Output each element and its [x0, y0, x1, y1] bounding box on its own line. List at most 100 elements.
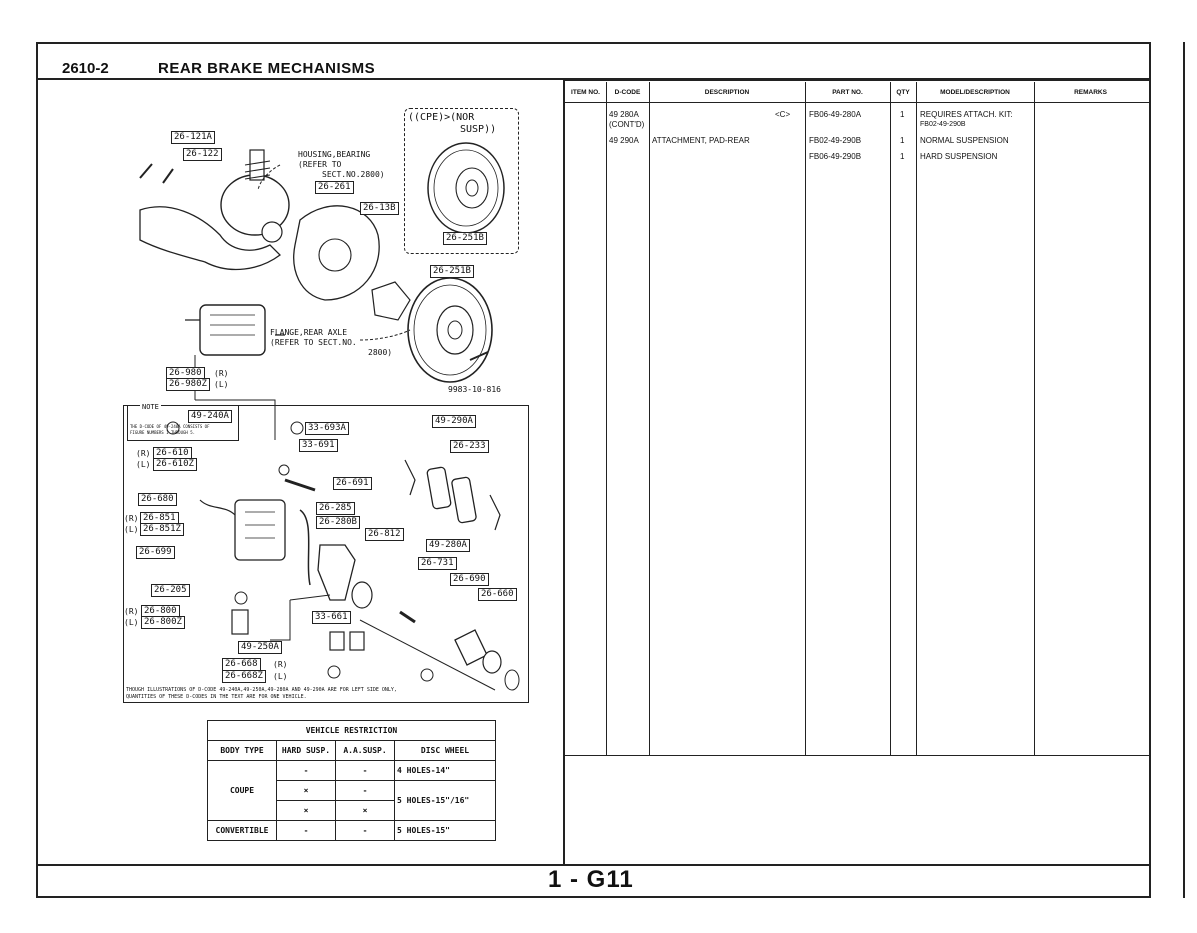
housing-note-2: (REFER TO: [298, 160, 342, 169]
row1-model-kit: FB02-49-290B: [920, 121, 966, 128]
row2-description: ATTACHMENT, PAD-REAR: [652, 136, 750, 145]
page-number: 1 - G11: [548, 866, 634, 893]
callout-26-251B: 26-251B: [430, 265, 474, 278]
col-header-qty: QTY: [896, 88, 910, 96]
flange-note: FLANGE,REAR AXLE: [270, 328, 348, 337]
footnote-2: QUANTITIES OF THESE D-CODES IN THE TEXT …: [126, 694, 307, 700]
note-line-2: FIGURE NUMBERS 1 THROUGH 5.: [130, 430, 196, 435]
note-box: [127, 405, 239, 441]
caliper-inset-box: [123, 405, 529, 703]
restriction-header-hard: HARD SUSP.: [276, 740, 336, 761]
callout-26-800Z: 26-800Z: [141, 616, 185, 629]
callout-26-851-side: (R): [124, 514, 139, 523]
restriction-cell: -: [276, 760, 336, 781]
restriction-cell: -: [276, 820, 336, 841]
restriction-cell: ×: [276, 780, 336, 801]
callout-26-668Z: 26-668Z: [222, 670, 266, 683]
callout-33-693A: 33-693A: [305, 422, 349, 435]
row1-dcode-cont: (CONT'D): [609, 120, 645, 129]
footer-rule: [36, 864, 1151, 866]
callout-26-851Z-side: (L): [124, 525, 139, 534]
restriction-header-wheel: DISC WHEEL: [394, 740, 496, 761]
row1-description: <C>: [775, 110, 791, 119]
flange-note-3: 2800): [368, 348, 393, 357]
callout-26-121A: 26-121A: [171, 131, 215, 144]
bolt-code: 9983-10-816: [448, 385, 501, 394]
row1-dcode: 49 280A: [609, 110, 639, 119]
housing-note: HOUSING,BEARING: [298, 150, 371, 159]
callout-49-290A: 49-290A: [432, 415, 476, 428]
callout-26-610Z: 26-610Z: [153, 458, 197, 471]
callout-26-610Z-side: (L): [136, 460, 151, 469]
restriction-cell: ×: [276, 800, 336, 821]
callout-33-661: 33-661: [312, 611, 351, 624]
row3-model: HARD SUSPENSION: [920, 152, 998, 161]
page-divider: [563, 80, 565, 866]
callout-26-691: 26-691: [333, 477, 372, 490]
adjacent-page-edge: [1183, 42, 1197, 898]
callout-26-233: 26-233: [450, 440, 489, 453]
callout-26-980Z-side: (L): [214, 380, 229, 389]
vehicle-restriction-table: VEHICLE RESTRICTION BODY TYPE HARD SUSP.…: [207, 720, 496, 841]
housing-note-3: SECT.NO.2800): [322, 170, 385, 179]
callout-26-731: 26-731: [418, 557, 457, 570]
callout-26-122: 26-122: [183, 148, 222, 161]
section-title: REAR BRAKE MECHANISMS: [158, 60, 376, 77]
callout-26-980Z: 26-980Z: [166, 378, 210, 391]
callout-33-691: 33-691: [299, 439, 338, 452]
row2-model: NORMAL SUSPENSION: [920, 136, 1009, 145]
callout-26-280B: 26-280B: [316, 516, 360, 529]
cpe-nor-susp-box: [404, 108, 519, 254]
callout-26-980-side: (R): [214, 369, 229, 378]
callout-26-261: 26-261: [315, 181, 354, 194]
callout-26-800Z-side: (L): [124, 618, 139, 627]
restriction-cell: -: [335, 820, 395, 841]
restriction-body-convertible: CONVERTIBLE: [207, 820, 277, 841]
callout-26-610-side: (R): [136, 449, 151, 458]
row3-part-no: FB06-49-290B: [809, 152, 862, 161]
callout-26-668Z-side: (L): [273, 672, 288, 681]
section-code: 2610-2: [62, 60, 109, 77]
restriction-cell: -: [335, 780, 395, 801]
callout-26-668-side: (R): [273, 660, 288, 669]
callout-49-280A: 49-280A: [426, 539, 470, 552]
col-header-remarks: REMARKS: [1074, 88, 1107, 96]
note-line-1: THE D-CODE OF 49-240A CONSISTS OF: [130, 424, 210, 429]
row2-qty: 1: [900, 136, 905, 145]
callout-26-680: 26-680: [138, 493, 177, 506]
restriction-wheel: 5 HOLES-15"/16": [394, 780, 496, 821]
col-header-item-no: ITEM NO.: [571, 88, 600, 96]
row1-qty: 1: [900, 110, 905, 119]
restriction-title: VEHICLE RESTRICTION: [207, 720, 496, 741]
callout-26-851Z: 26-851Z: [140, 523, 184, 536]
restriction-body-coupe: COUPE: [207, 760, 277, 821]
row2-part-no: FB02-49-290B: [809, 136, 862, 145]
header-bar: [36, 42, 1151, 80]
callout-49-240A: 49-240A: [188, 410, 232, 423]
row1-model: REQUIRES ATTACH. KIT:: [920, 110, 1013, 119]
page-frame: [36, 42, 1151, 898]
cpe-note: ((CPE)>(NOR: [408, 112, 475, 123]
col-header-model: MODEL/DESCRIPTION: [940, 88, 1010, 96]
cpe-note-2: SUSP)): [460, 124, 497, 135]
footnote-1: THOUGH ILLUSTRATIONS OF D-CODE 49-240A,4…: [126, 687, 397, 693]
restriction-cell: ×: [335, 800, 395, 821]
restriction-wheel: 5 HOLES-15": [394, 820, 496, 841]
col-header-description: DESCRIPTION: [704, 88, 750, 96]
callout-26-812: 26-812: [365, 528, 404, 541]
callout-26-205: 26-205: [151, 584, 190, 597]
restriction-header-body: BODY TYPE: [207, 740, 277, 761]
row3-qty: 1: [900, 152, 905, 161]
callout-26-800-side: (R): [124, 607, 139, 616]
callout-26-285: 26-285: [316, 502, 355, 515]
row2-dcode: 49 290A: [609, 136, 639, 145]
row1-part-no: FB06-49-280A: [809, 110, 862, 119]
callout-26-251B-cpe: 26-251B: [443, 232, 487, 245]
callout-26-699: 26-699: [136, 546, 175, 559]
callout-49-250A: 49-250A: [238, 641, 282, 654]
col-header-part-no: PART NO.: [832, 88, 863, 96]
callout-26-690: 26-690: [450, 573, 489, 586]
callout-26-13B: 26-13B: [360, 202, 399, 215]
note-title: NOTE: [140, 402, 161, 412]
